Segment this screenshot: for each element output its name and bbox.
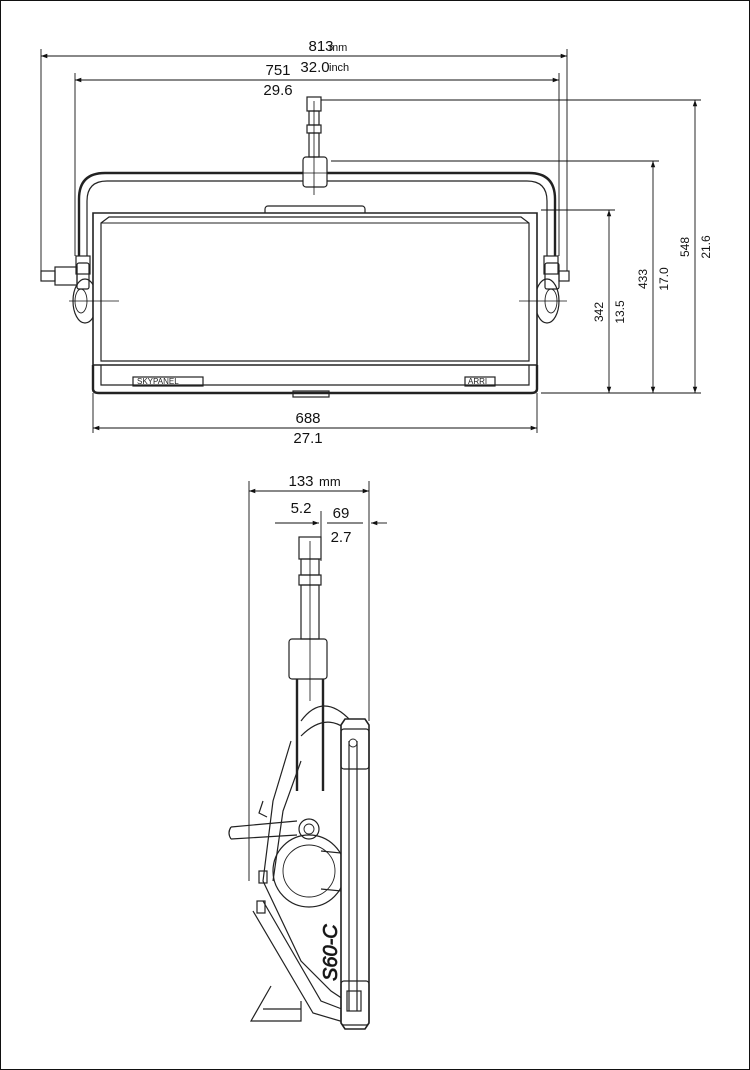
dim-813-inch: 32.0 (300, 59, 329, 76)
dim-688-inch: 27.1 (293, 430, 322, 447)
yoke (75, 171, 559, 275)
dim-69-mm: 69 (333, 505, 350, 522)
dim-751-mm: 751 (265, 62, 290, 79)
side-panel: S60-C (320, 718, 370, 1030)
model-label: S60-C (320, 924, 342, 981)
dimension-751: 751 29.6 (74, 62, 560, 256)
dim-133-mm: 133 (288, 473, 313, 490)
dimension-133: 133 mm 5.2 (248, 473, 370, 881)
dim-69-inch: 2.7 (331, 529, 352, 546)
dim-342-inch: 13.5 (613, 300, 627, 324)
dimension-342: 342 13.5 (541, 209, 627, 393)
dim-433-mm: 433 (636, 269, 650, 289)
dimension-69: 69 2.7 (275, 505, 387, 561)
side-yoke-arm (228, 679, 358, 840)
dim-548-inch: 21.6 (699, 235, 713, 259)
dimension-813: 813 mm 32.0 inch (40, 38, 568, 271)
dim-133-unit: mm (319, 474, 341, 489)
dimension-688: 688 27.1 (92, 393, 538, 447)
dimension-433: 433 17.0 (331, 160, 671, 393)
brand-label-right: ARRI (468, 377, 487, 386)
brand-label-left: SKYPANEL (137, 377, 179, 386)
dim-342-mm: 342 (592, 302, 606, 322)
dim-688-mm: 688 (295, 410, 320, 427)
spigot (299, 96, 331, 195)
dim-unit-mm: mm (329, 42, 347, 54)
dim-548-mm: 548 (678, 237, 692, 257)
right-knob (534, 262, 570, 324)
left-knob (40, 262, 98, 324)
dim-751-inch: 29.6 (263, 82, 292, 99)
dim-133-inch: 5.2 (291, 500, 312, 517)
dim-unit-inch: inch (329, 62, 349, 74)
dim-433-inch: 17.0 (657, 267, 671, 291)
side-view: 133 mm 5.2 69 2.7 (228, 473, 387, 1030)
light-panel-front: SKYPANEL ARRI (69, 205, 567, 398)
dim-813-mm: 813 (308, 38, 333, 55)
front-view: SKYPANEL ARRI 813 mm 32.0 inch 751 29.6 (40, 38, 713, 447)
dimension-548: 548 21.6 (321, 99, 713, 394)
side-spigot (288, 536, 328, 701)
